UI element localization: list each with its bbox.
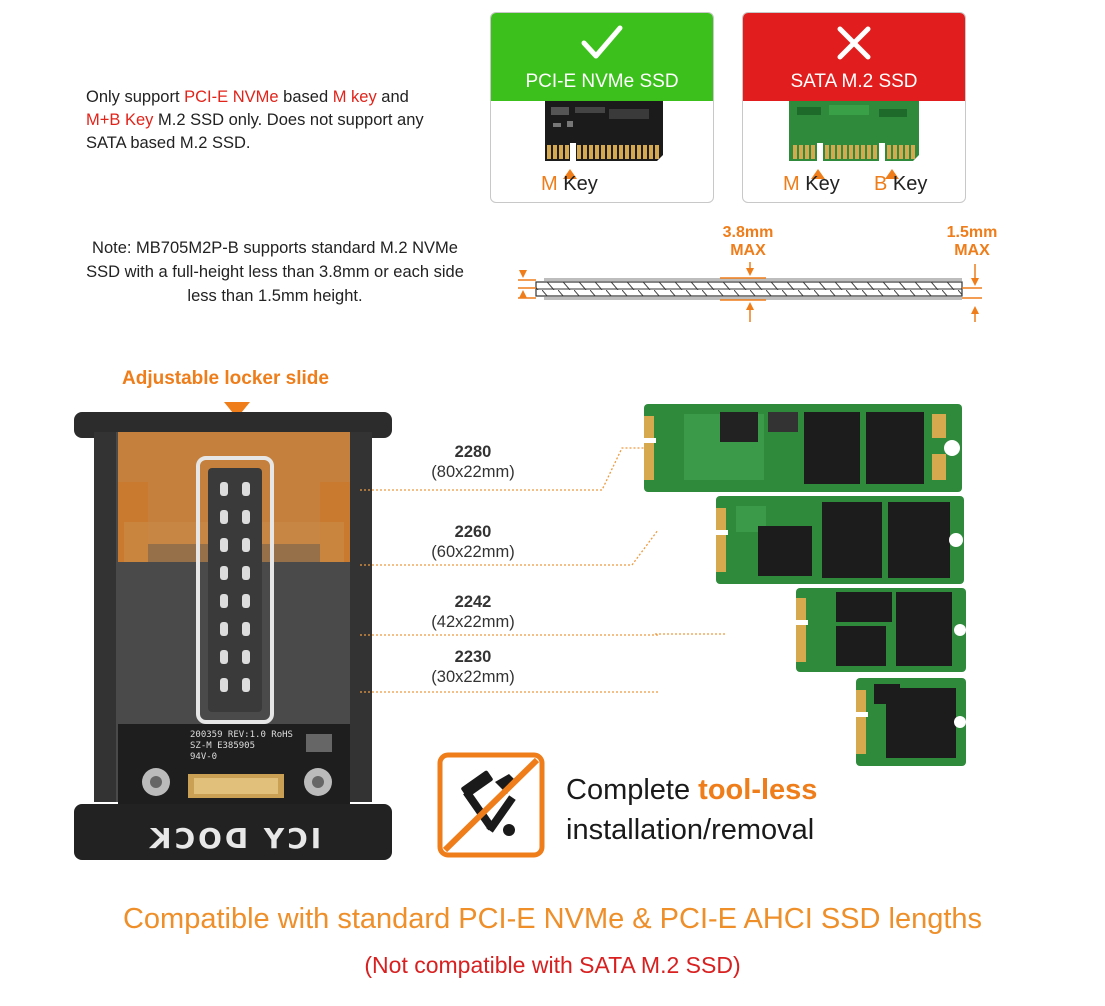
sata-card-body: M Key B Key [743,101,965,202]
sata-incompatibility-note: (Not compatible with SATA M.2 SSD) [364,952,741,978]
nvme-m-key-label: M Key [541,173,598,195]
nvme-card-body: M Key [491,101,713,202]
toolless-text: Complete tool-less installation/removal [566,774,818,846]
nvme-card-label: PCI-E NVMe SSD [525,71,679,92]
compatibility-statement: Compatible with standard PCI-E NVMe & PC… [122,903,983,935]
down-arrow-icon [224,402,250,418]
size-label-2280: 2280(80x22mm) [431,443,515,481]
size-label-2260: 2260(60x22mm) [431,523,515,561]
sata-m-key-label: M Key [783,173,840,195]
m-key-arrow-icon [811,169,825,179]
size-leader-extension [655,633,725,635]
b-key-arrow-icon [885,169,899,179]
pcie-nvme-highlight: PCI-E NVMe [184,88,279,106]
size-leader-lines [360,447,660,693]
size-label-2242: 2242(42x22mm) [431,593,515,631]
ssd-thickness-diagram [518,262,982,322]
ssd-2242-image [796,588,966,672]
sata-card-label: SATA M.2 SSD [790,71,918,92]
intro-text: Only support PCI-E NVMe based M key and … [86,88,424,152]
m-key-highlight: M key [332,88,377,106]
ssd-2280-image [644,404,962,492]
ssd-2230-image [856,678,966,766]
checkmark-icon [491,17,713,69]
sata-not-supported-card: SATA M.2 SSD M Key B Key [742,12,966,203]
no-tools-icon [437,752,545,858]
nvme-card-header: PCI-E NVMe SSD [491,13,713,101]
cross-icon [743,17,965,69]
sata-ssd-connector-image [789,101,919,169]
size-label-2230: 2230(30x22mm) [431,648,515,686]
pcb-label: 200359 REV:1.0 RoHS SZ-M E385905 94V-0 [190,730,293,762]
enclosure-tray-image [74,412,392,860]
sata-b-key-label: B Key [874,173,928,195]
ssd-2260-image [716,496,964,584]
mb-key-highlight: M+B Key [86,111,154,129]
height-note: Note: MB705M2P-B supports standard M.2 N… [86,239,464,305]
locker-slide-label: Adjustable locker slide [122,368,329,389]
icy-dock-logo: ICY DOCK [146,822,322,855]
m-key-arrow-icon [563,169,577,179]
nvme-supported-card: PCI-E NVMe SSD M Key [490,12,714,203]
sata-card-header: SATA M.2 SSD [743,13,965,101]
nvme-ssd-connector-image [545,101,663,169]
